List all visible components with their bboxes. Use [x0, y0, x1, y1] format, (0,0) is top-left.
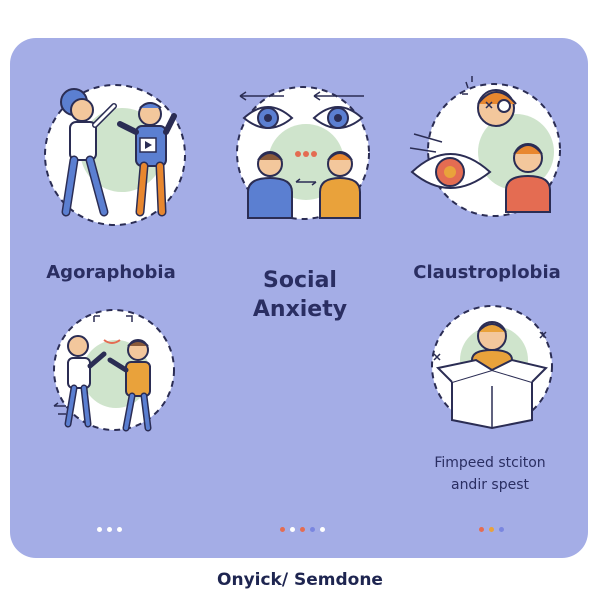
panel-title-line-1: Social [263, 268, 337, 293]
pagination-dots-right [479, 527, 504, 532]
pagination-dot[interactable] [499, 527, 504, 532]
pagination-dot[interactable] [300, 527, 305, 532]
panel-title-claustrophobia: Claustroplobia [413, 262, 561, 283]
pagination-dot[interactable] [107, 527, 112, 532]
pagination-dot[interactable] [320, 527, 325, 532]
pagination-dot[interactable] [310, 527, 315, 532]
panel-title-social-anxiety: Social Anxiety [230, 266, 370, 324]
pagination-dots-center [280, 527, 325, 532]
agoraphobia-crowd-icon [44, 84, 186, 226]
pagination-dot[interactable] [479, 527, 484, 532]
box-caption: Fimpeed stciton andir spest [412, 452, 568, 496]
box-caption-line-2: andir spest [450, 477, 529, 493]
pagination-dot[interactable] [280, 527, 285, 532]
box-caption-line-1: Fimpeed stciton [434, 455, 546, 471]
pagination-dot[interactable] [97, 527, 102, 532]
footer-brand-text: Onyick/ Semdone [217, 570, 383, 590]
claustrophobia-eye-icon [409, 76, 561, 217]
social-anxiety-eyes-icon [236, 86, 370, 220]
pagination-dot[interactable] [290, 527, 295, 532]
pagination-dots-left [97, 527, 122, 532]
people-gesturing-icon [53, 309, 175, 432]
pagination-dot[interactable] [489, 527, 494, 532]
pagination-dot[interactable] [117, 527, 122, 532]
person-in-box-icon [431, 305, 553, 430]
panel-title-agoraphobia: Agoraphobia [46, 262, 176, 283]
panel-title-line-2: Anxiety [252, 297, 348, 322]
